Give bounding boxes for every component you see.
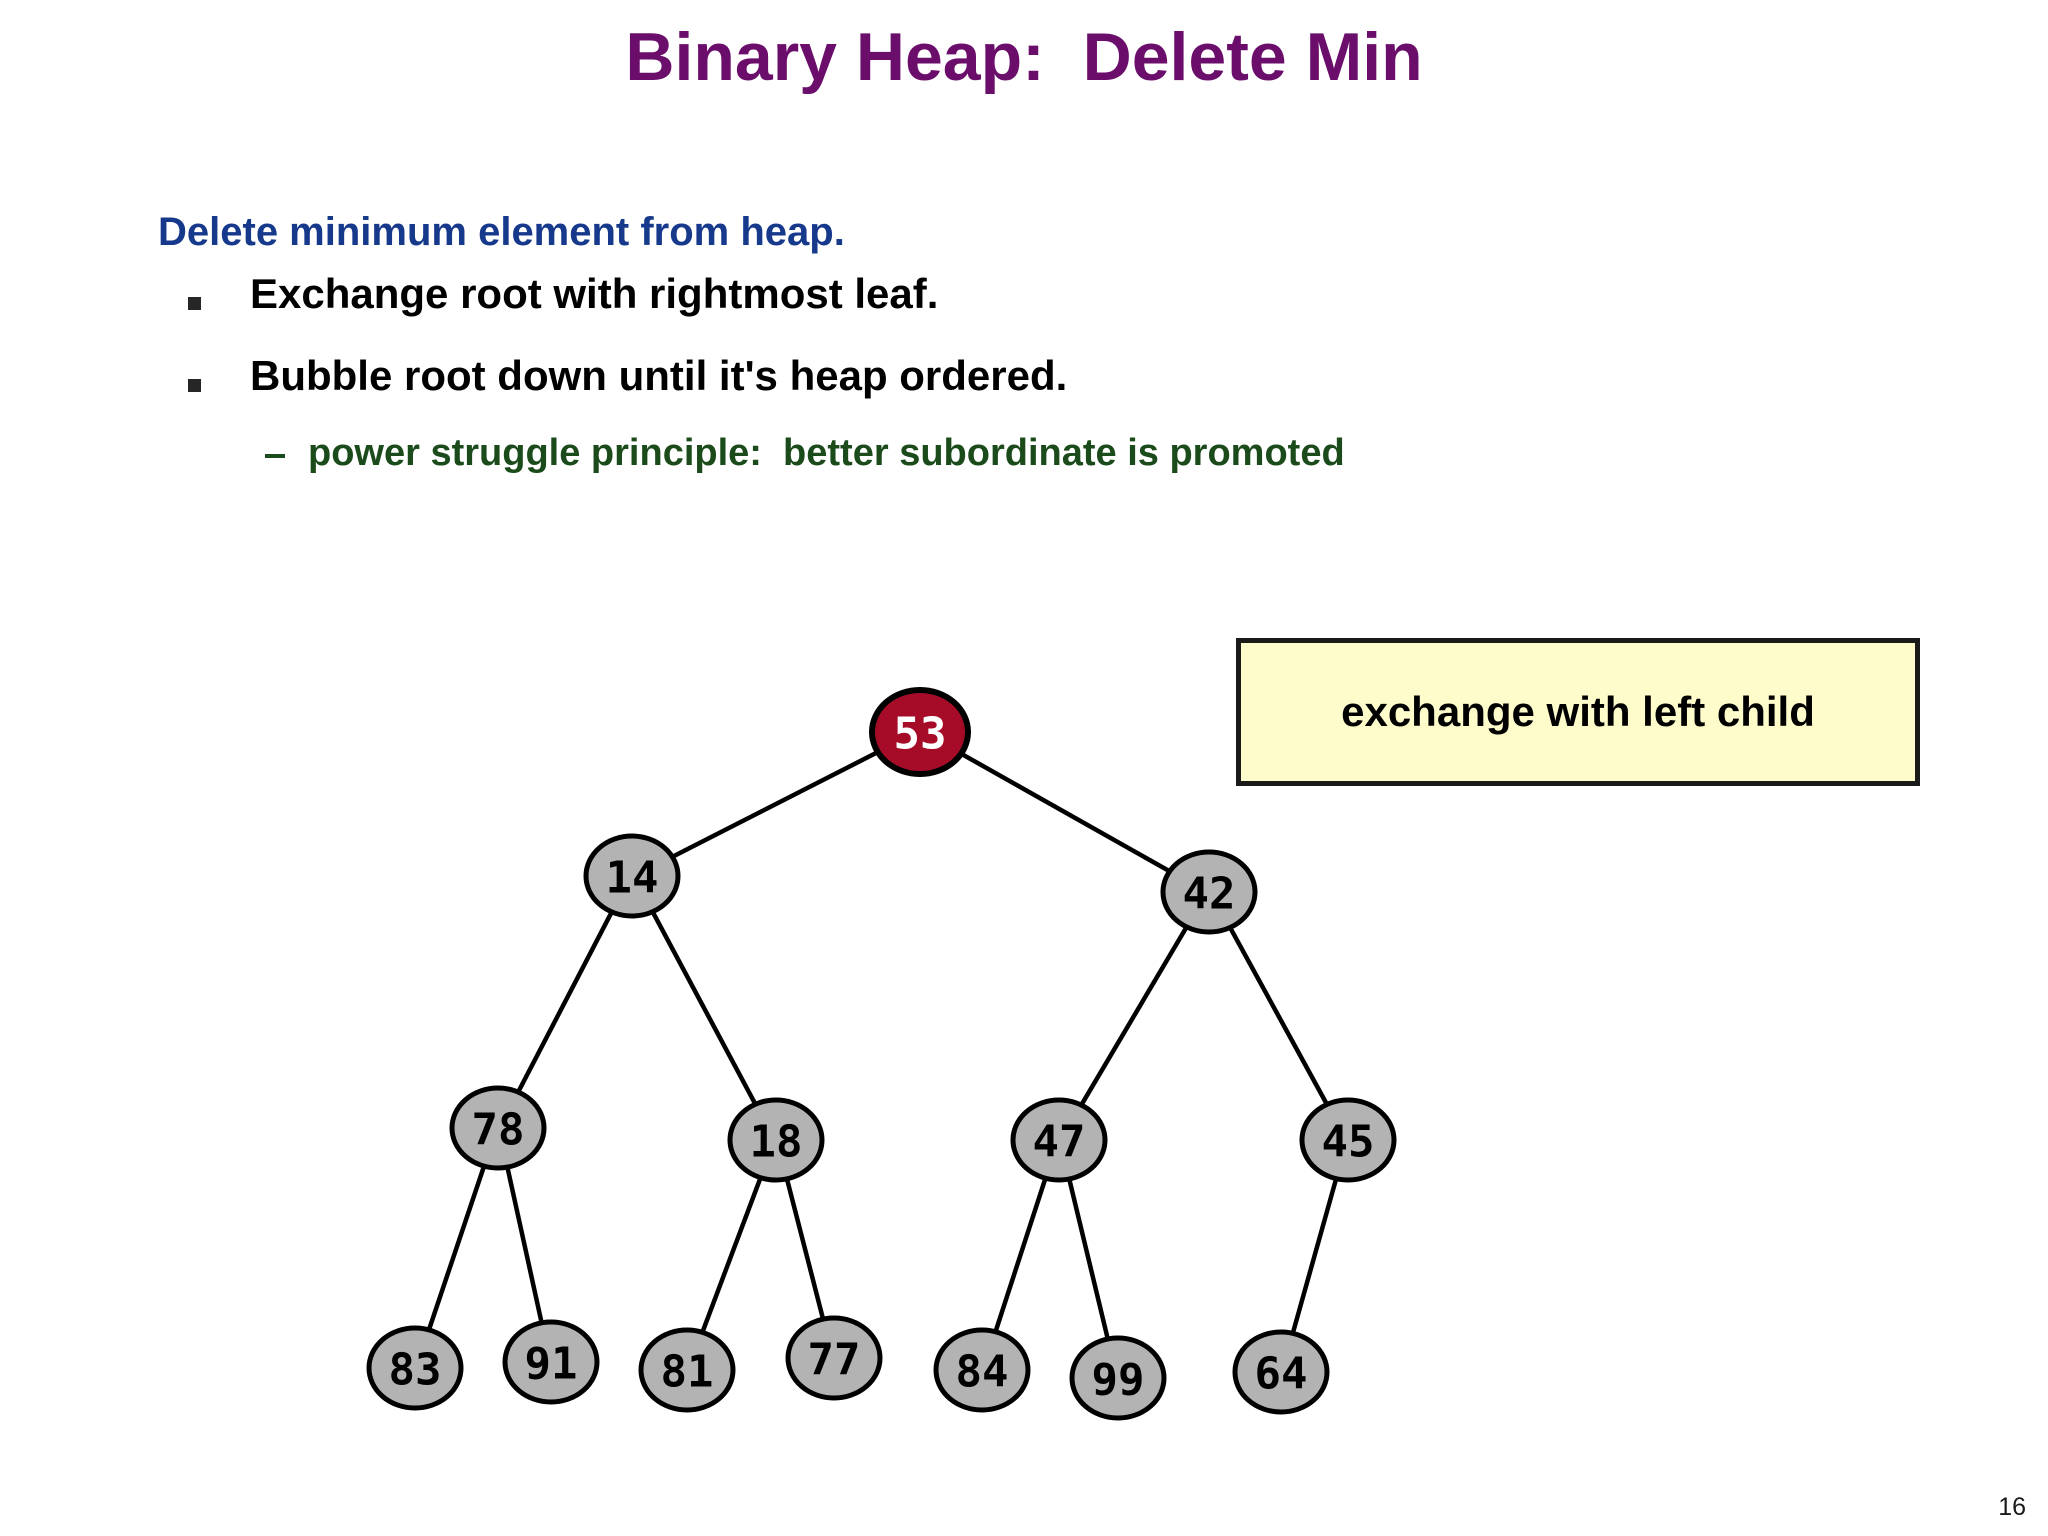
tree-node-label: 47	[1033, 1117, 1086, 1168]
tree-node-label: 91	[525, 1339, 578, 1390]
tree-node-shape	[785, 1315, 883, 1401]
tree-node-84[interactable]: 84	[933, 1327, 1031, 1413]
bullet-item-2: Bubble root down until it's heap ordered…	[188, 352, 1067, 424]
tree-node-label: 45	[1322, 1117, 1375, 1168]
tree-node-shape	[449, 1085, 547, 1171]
tree-node-78[interactable]: 78	[449, 1085, 547, 1171]
tree-node-label: 14	[606, 853, 659, 904]
sub-bullet-item-1-label: power struggle principle: better subordi…	[308, 432, 1345, 474]
tree-edge	[424, 1160, 488, 1337]
lead-line: Delete minimum element from heap.	[158, 210, 845, 254]
tree-node-shape	[1160, 849, 1258, 935]
tree-node-shape	[1299, 1097, 1397, 1183]
tree-node-53[interactable]: 53	[869, 687, 971, 777]
tree-node-shape	[366, 1325, 464, 1411]
tree-node-shape	[933, 1327, 1031, 1413]
dash-bullet-icon	[265, 454, 285, 458]
tree-node-label: 77	[808, 1335, 861, 1386]
tree-node-shape	[638, 1327, 736, 1413]
tree-edge	[783, 1173, 827, 1326]
callout-box: exchange with left child	[1236, 638, 1920, 786]
tree-node-shape	[727, 1097, 825, 1183]
tree-node-label: 84	[956, 1347, 1009, 1398]
tree-node-layer: 53 14 42 78 18 47 45 83 91 81 77 84 99 64	[366, 687, 1397, 1421]
tree-node-shape	[502, 1319, 600, 1405]
tree-node-shape	[583, 833, 681, 919]
tree-node-label: 53	[894, 709, 947, 760]
tree-node-shape	[1069, 1335, 1167, 1421]
tree-node-shape	[869, 687, 971, 777]
callout-box-label: exchange with left child	[1341, 688, 1815, 735]
tree-edge	[1289, 1173, 1340, 1340]
tree-edge	[991, 1172, 1050, 1339]
tree-node-18[interactable]: 18	[727, 1097, 825, 1183]
tree-edge	[663, 746, 886, 863]
tree-node-label: 81	[661, 1347, 714, 1398]
sub-bullet-item-1: power struggle principle: better subordi…	[265, 432, 1345, 504]
tree-node-45[interactable]: 45	[1299, 1097, 1397, 1183]
tree-edge	[1076, 920, 1192, 1112]
page-number: 16	[1998, 1493, 2026, 1521]
tree-edge	[1065, 1173, 1112, 1346]
tree-node-47[interactable]: 47	[1010, 1097, 1108, 1183]
tree-edge-layer	[424, 746, 1340, 1346]
tree-edge	[513, 906, 617, 1099]
bullet-item-2-label: Bubble root down until it's heap ordered…	[250, 352, 1068, 399]
tree-edge	[698, 1172, 765, 1339]
tree-node-99[interactable]: 99	[1069, 1335, 1167, 1421]
tree-node-42[interactable]: 42	[1160, 849, 1258, 935]
tree-edge	[648, 905, 761, 1111]
tree-node-91[interactable]: 91	[502, 1319, 600, 1405]
tree-node-shape	[1232, 1329, 1330, 1415]
tree-node-label: 42	[1183, 869, 1236, 920]
tree-node-label: 64	[1255, 1349, 1308, 1400]
tree-edge	[1225, 921, 1332, 1112]
bullet-item-1: Exchange root with rightmost leaf.	[188, 270, 938, 342]
tree-node-83[interactable]: 83	[366, 1325, 464, 1411]
square-bullet-icon	[188, 379, 201, 392]
tree-node-81[interactable]: 81	[638, 1327, 736, 1413]
tree-edge	[953, 747, 1178, 878]
page-title: Binary Heap: Delete Min	[625, 19, 1423, 95]
tree-node-label: 78	[472, 1105, 525, 1156]
tree-node-label: 99	[1092, 1355, 1145, 1406]
tree-node-label: 83	[389, 1345, 442, 1396]
tree-node-shape	[1010, 1097, 1108, 1183]
tree-node-77[interactable]: 77	[785, 1315, 883, 1401]
bullet-item-1-label: Exchange root with rightmost leaf.	[250, 270, 939, 317]
square-bullet-icon	[188, 297, 201, 310]
tree-node-64[interactable]: 64	[1232, 1329, 1330, 1415]
tree-edge	[504, 1161, 546, 1329]
tree-node-label: 18	[750, 1117, 803, 1168]
tree-node-14[interactable]: 14	[583, 833, 681, 919]
